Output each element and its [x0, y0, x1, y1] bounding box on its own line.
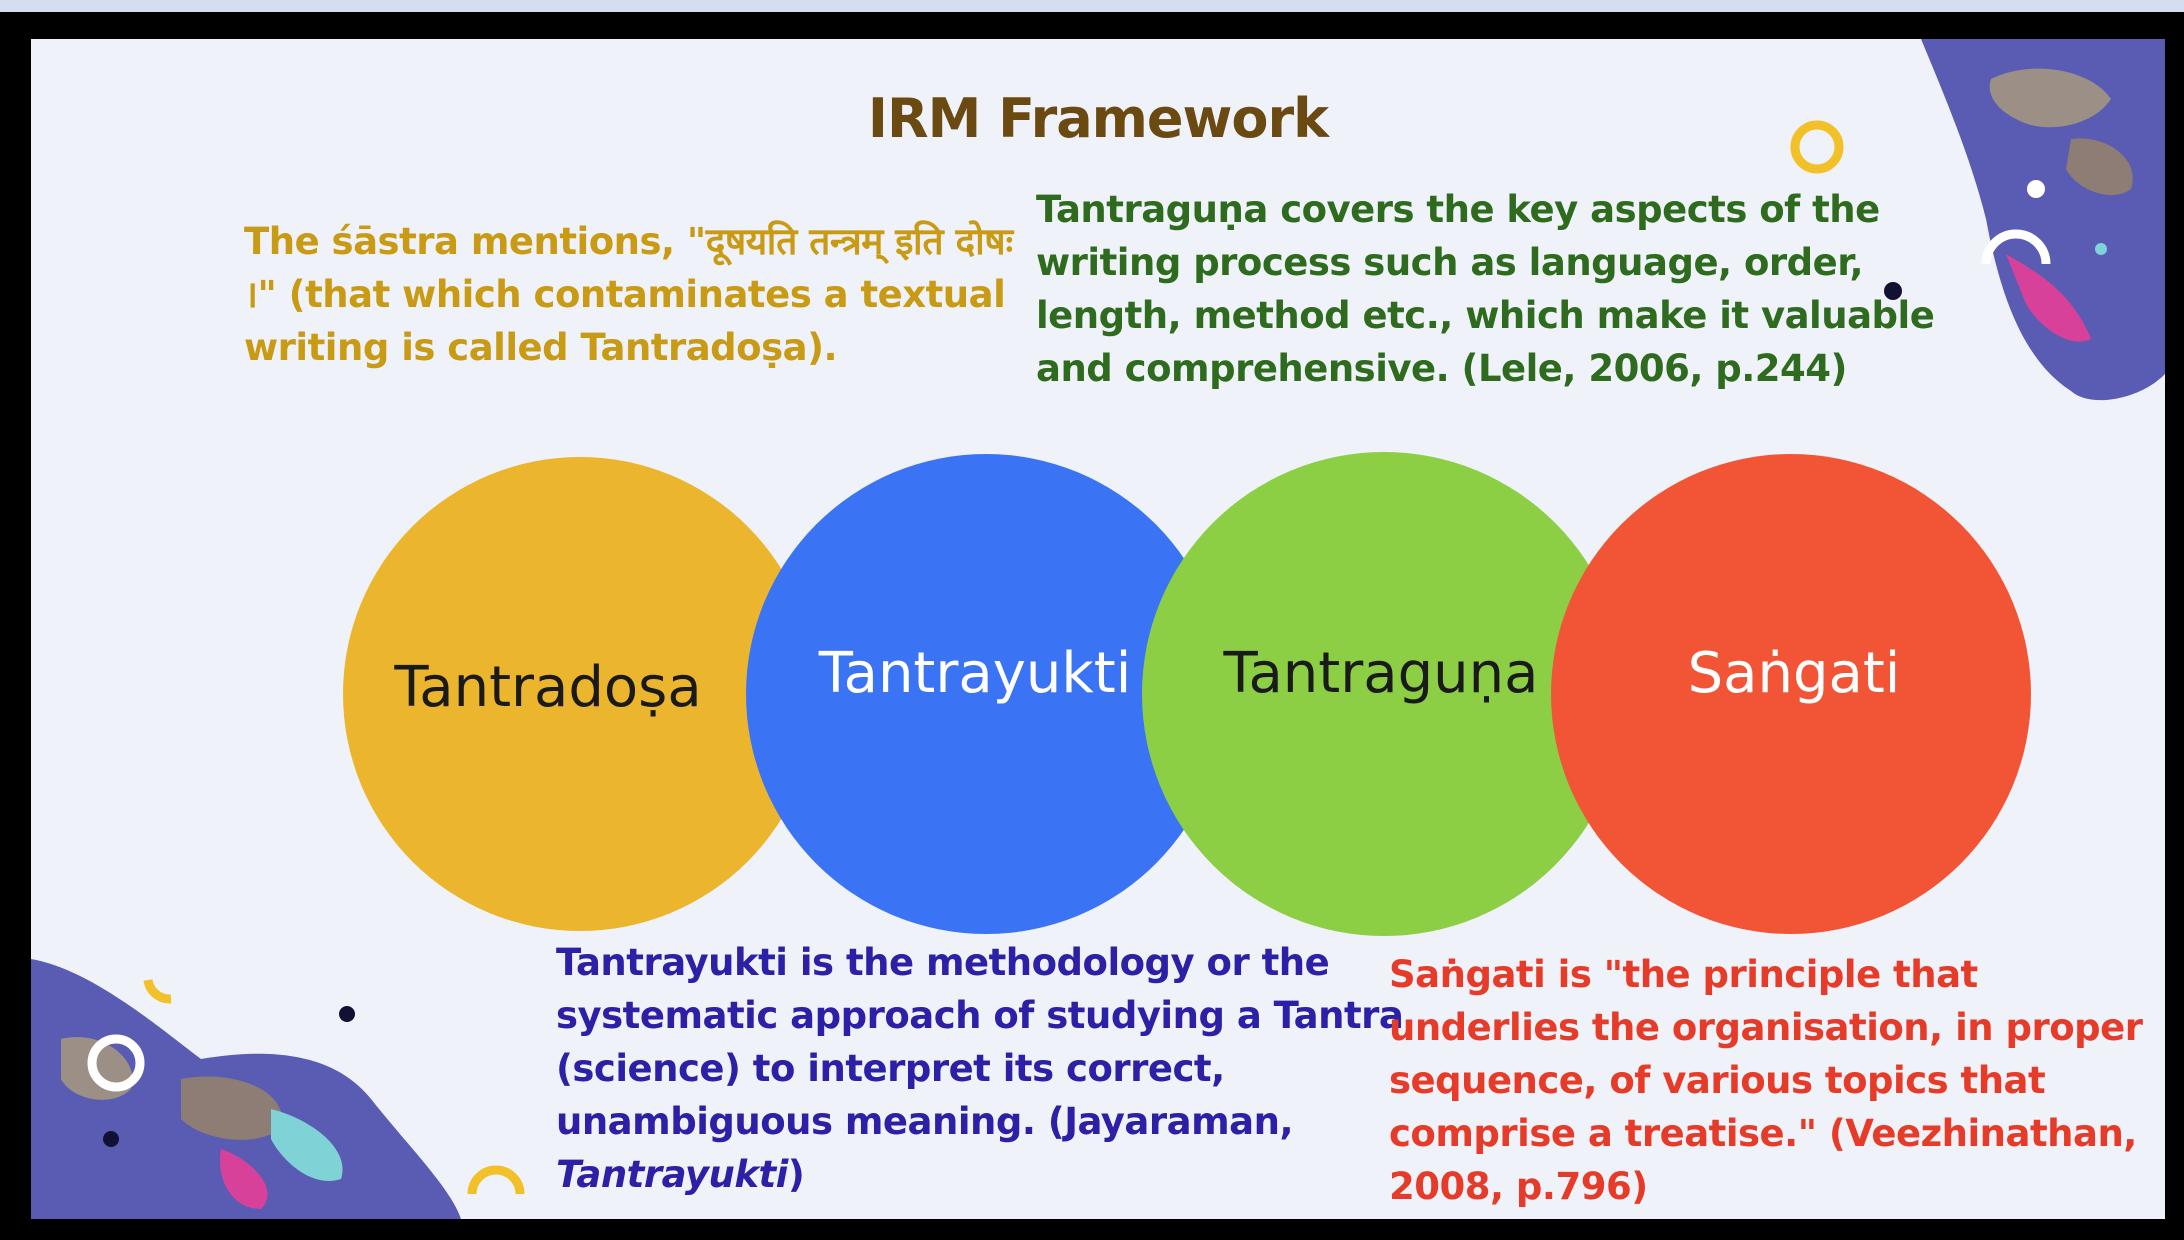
tantrayukti-note-main: Tantrayukti is the methodology or the sy… [556, 941, 1404, 1143]
ring-yellow-top [1790, 120, 1844, 174]
tantrayukti-cite-suffix: ) [787, 1153, 805, 1196]
decorations [31, 39, 2165, 1219]
circle-sangati [1551, 454, 2031, 934]
tantrayukti-cite-prefix: (Jayaraman, [1047, 1100, 1294, 1143]
label-sangati: Saṅgati [1687, 641, 1901, 706]
label-tantrayukti: Tantrayukti [818, 641, 1132, 706]
tantrayukti-cite-italic: Tantrayukti [556, 1153, 788, 1196]
slide: IRM Framework The śāstra mentions, "दूषय… [31, 39, 2165, 1219]
label-tantradosa: Tantradoṣa [394, 655, 702, 720]
tantradosa-note: The śāstra mentions, "दूषयति तन्त्रम् इत… [244, 215, 1034, 374]
label-tantraguna: Tantraguṇa [1223, 641, 1539, 706]
arc-yellow-bottom [467, 1165, 525, 1195]
marble-top-right [1921, 39, 2165, 401]
sangati-note: Saṅgati is "the principle that underlies… [1389, 948, 2149, 1213]
circle-tantradosa [343, 457, 817, 931]
circle-tantraguna [1142, 452, 1626, 936]
top-strip [0, 0, 2184, 12]
tantraguna-note: Tantraguṇa covers the key aspects of the… [1036, 183, 1936, 395]
arc-yellow-bottom-left [143, 979, 172, 1004]
circles-diagram [343, 452, 2031, 936]
circle-tantrayukti [746, 454, 1226, 934]
marble-bottom-left [31, 959, 461, 1219]
tantrayukti-note: Tantrayukti is the methodology or the sy… [556, 936, 1416, 1201]
dot-bottom-left [339, 1006, 355, 1022]
sangati-note-text: Saṅgati is "the principle that underlies… [1389, 953, 2143, 1208]
tantradosa-note-text: The śāstra mentions, "दूषयति तन्त्रम् इत… [244, 220, 1013, 369]
tantrayukti-note-text: Tantrayukti is the methodology or the sy… [556, 936, 1416, 1201]
ring-white-bottom [87, 1034, 145, 1092]
page-title: IRM Framework [867, 87, 1329, 150]
dot-top-right [1884, 282, 1902, 300]
tantraguna-note-text: Tantraguṇa covers the key aspects of the… [1036, 188, 1935, 390]
dot-bottom-left-2 [103, 1131, 119, 1147]
